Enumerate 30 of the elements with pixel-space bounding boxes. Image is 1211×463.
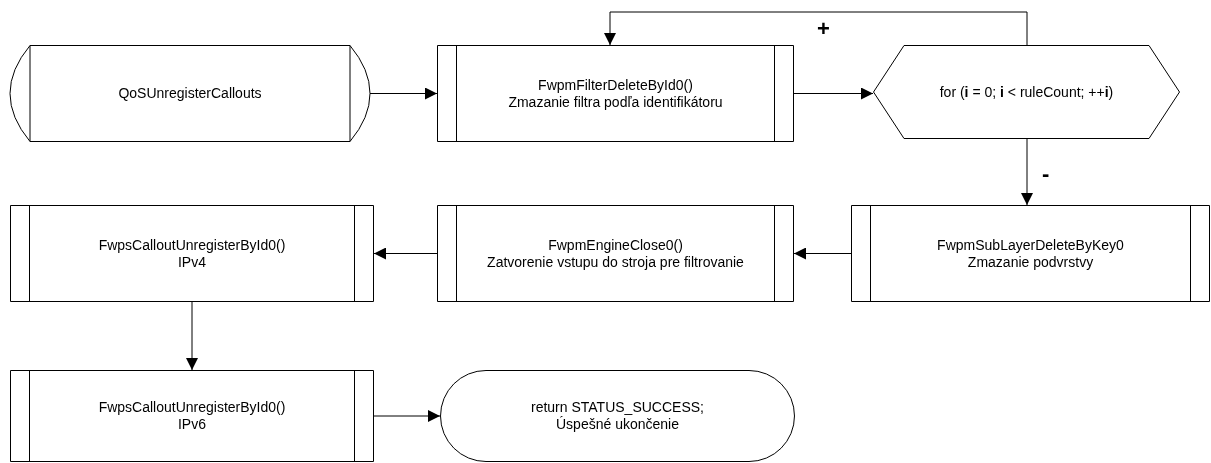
arrow — [373, 410, 441, 422]
predefined-process-box — [10, 370, 374, 462]
node-text: for (i = 0; i < ruleCount; ++i) — [939, 83, 1114, 101]
node-text: return STATUS_SUCCESS; — [531, 399, 704, 416]
node-text: IPv6 — [178, 416, 206, 433]
predefined-process-box — [10, 205, 374, 302]
node-text: Zmazanie filtra podľa identifikátoru — [508, 93, 723, 111]
arrow — [369, 87, 438, 100]
node-text: FwpmSubLayerDeleteByKey0 — [937, 236, 1124, 254]
node-text: Zmazanie podvrstvy — [967, 253, 1094, 271]
arrow — [186, 301, 198, 371]
arrow — [1021, 138, 1033, 206]
node-text: IPv4 — [178, 253, 206, 271]
arrow — [604, 11, 1028, 46]
arrow — [793, 87, 874, 100]
predefined-process-box — [437, 45, 794, 142]
arrow — [373, 247, 438, 260]
arrow — [793, 247, 852, 260]
node-text: FwpsCalloutUnregisterById0() — [98, 236, 286, 254]
node-text: QoSUnregisterCallouts — [118, 85, 262, 102]
node-text: Úspešné ukončenie — [556, 416, 679, 433]
predefined-process-box — [851, 205, 1210, 302]
loop-hexagon — [873, 45, 1180, 139]
predefined-process-box — [437, 205, 794, 302]
end-terminator — [440, 370, 795, 462]
start-terminator — [10, 45, 370, 142]
node-text: Zatvorenie vstupu do stroja pre filtrovanie — [487, 253, 744, 271]
node-text: FwpmEngineClose0() — [548, 236, 683, 254]
node-text: FwpmFilterDeleteById0() — [538, 76, 693, 94]
node-text: FwpsCalloutUnregisterById0() — [98, 399, 286, 416]
